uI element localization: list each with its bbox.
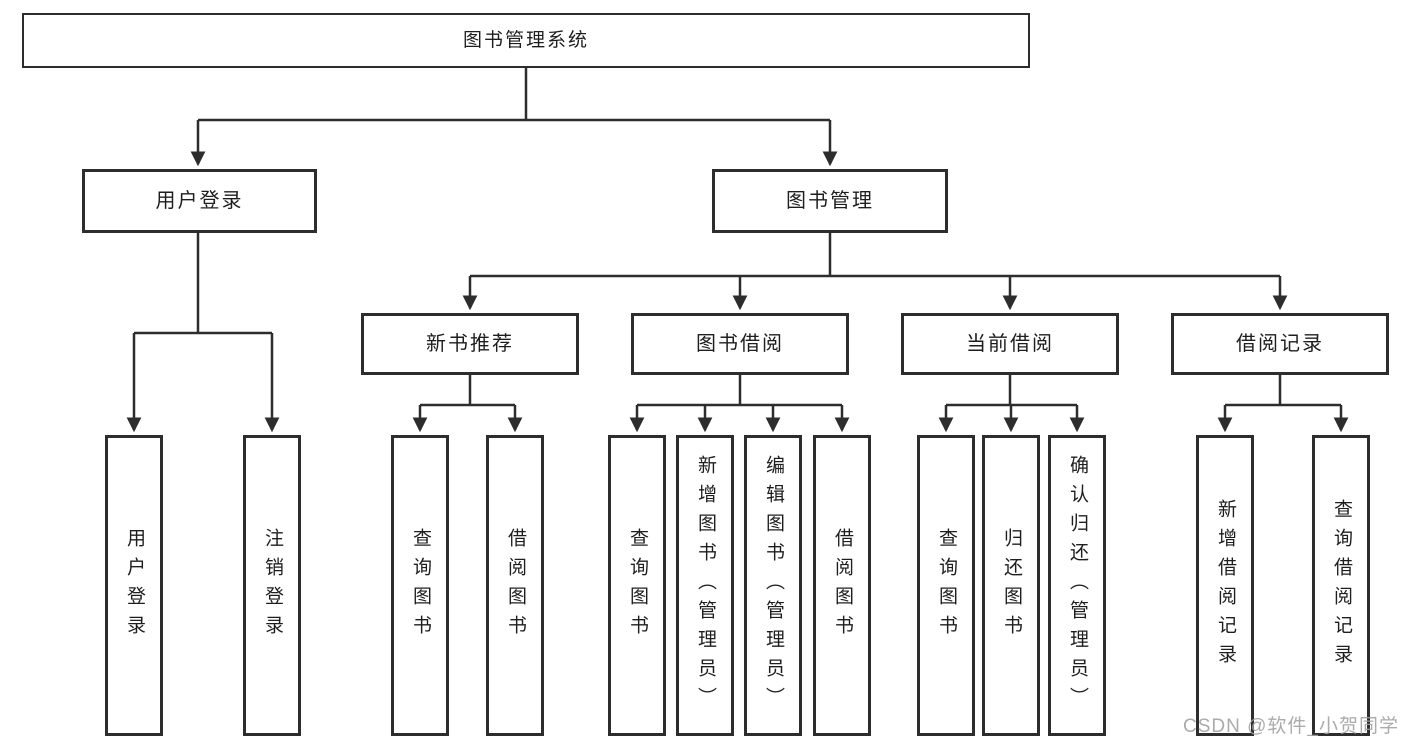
leaf-query-books: 查询图书	[608, 435, 666, 736]
leaf-add-borrow-record: 新增借阅记录	[1196, 435, 1254, 736]
node-book-management: 图书管理	[712, 169, 948, 233]
leaf-borrow-books: 借阅图书	[813, 435, 871, 736]
node-user-login: 用户登录	[82, 169, 317, 233]
node-book-borrowing: 图书借阅	[631, 313, 849, 375]
node-new-book-recommend: 新书推荐	[361, 313, 579, 375]
leaf-logout: 注销登录	[243, 435, 301, 736]
node-borrowing-records: 借阅记录	[1171, 313, 1389, 375]
leaf-query-borrow-record: 查询借阅记录	[1312, 435, 1370, 736]
leaf-query-books: 查询图书	[391, 435, 449, 736]
leaf-confirm-return-admin: 确认归还（管理员）	[1048, 435, 1106, 736]
leaf-borrow-books: 借阅图书	[486, 435, 544, 736]
csdn-watermark: CSDN @软件_小贺同学	[1183, 716, 1399, 737]
leaf-edit-books-admin: 编辑图书（管理员）	[744, 435, 802, 736]
node-current-borrowing: 当前借阅	[901, 313, 1119, 375]
leaf-return-books: 归还图书	[982, 435, 1040, 736]
node-library-management-system: 图书管理系统	[22, 13, 1030, 68]
leaf-add-books-admin: 新增图书（管理员）	[676, 435, 734, 736]
leaf-query-books: 查询图书	[917, 435, 975, 736]
leaf-user-login: 用户登录	[105, 435, 163, 736]
